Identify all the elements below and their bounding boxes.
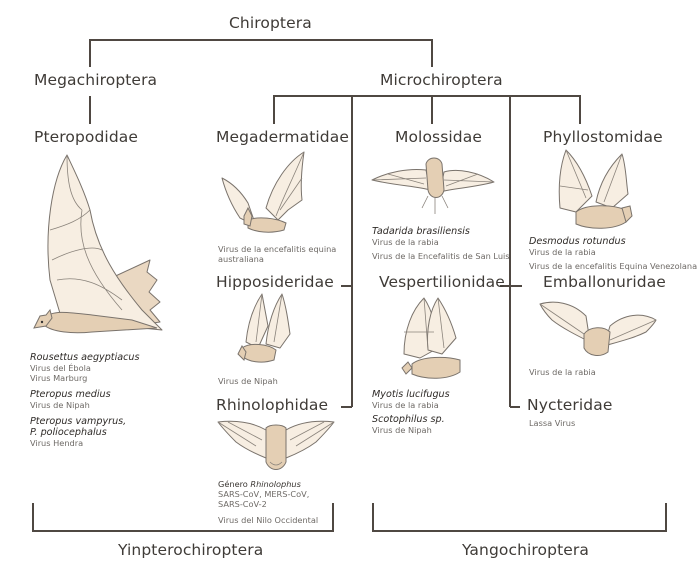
vampire-bat-icon [556,146,636,232]
virus-name: Virus de la rabia [529,367,596,377]
virus-name: Virus de la Encefalitis de San Luis [372,251,510,261]
phyllostomidae-notes: Desmodus rotundus Virus de la rabia Viru… [529,236,697,271]
virus-name: Virus de Nipah [218,376,278,386]
family-megadermatidae: Megadermatidae [216,128,349,146]
roundleaf-bat-icon [234,292,296,366]
virus-name: Virus de la encefalitis Equina Venezolan… [529,261,698,271]
species-name: Rousettus aegyptiacus [30,352,140,363]
sheath-tailed-bat-icon [538,296,658,362]
genus-line: Género Rhinolophus [218,479,318,489]
chiroptera-branch [89,39,433,67]
pteropodidae-notes: Rousettus aegyptiacus Virus del Ébola Vi… [30,352,139,448]
free-tailed-bat-icon [368,152,498,217]
virus-name: Virus del Nilo Occidental [218,515,319,525]
family-hipposideridae: Hipposideridae [216,273,334,291]
family-phyllostomidae: Phyllostomidae [543,128,663,146]
rhinolophidae-notes: Género Rhinolophus SARS-CoV, MERS-CoV, S… [218,479,318,525]
clade-yinpterochiroptera: Yinpterochiroptera [118,541,264,559]
family-rhinolophidae: Rhinolophidae [216,396,329,414]
vespertilionidae-notes: Myotis lucifugus Virus de la rabia Scoto… [372,389,450,435]
species-name: Pteropus vampyrus, [30,416,127,427]
virus-name: Virus del Ébola [30,363,91,373]
virus-name: SARS-CoV-2 [218,499,267,509]
yang-bracket [372,503,667,532]
family-nycteridae: Nycteridae [527,396,613,414]
flying-fox-bat-icon [22,150,172,340]
species-name: Pteropus medius [30,389,111,400]
emballonuridae-notes: Virus de la rabia [529,367,596,377]
family-emballonuridae: Emballonuridae [543,273,666,291]
virus-name: Virus de la encefalitis equina [218,244,337,254]
species-name: Myotis lucifugus [372,389,450,400]
virus-name: Virus de la rabia [529,247,596,257]
virus-name: Virus Marburg [30,373,88,383]
order-title: Chiroptera [229,14,312,32]
virus-name: Virus de Nipah [30,400,90,410]
micro-branch [273,95,581,124]
megadermatidae-notes: Virus de la encefalitis equina australia… [218,244,336,264]
molossidae-notes: Tadarida brasiliensis Virus de la rabia … [372,226,510,261]
virus-name: australiana [218,254,264,264]
genus-prefix: Género [218,479,251,489]
species-name: P. poliocephalus [30,427,107,438]
virus-name: Lassa Virus [529,418,576,428]
family-pteropodidae: Pteropodidae [34,128,139,146]
species-name: Tadarida brasiliensis [372,226,470,237]
family-vespertilionidae: Vespertilionidae [379,273,505,291]
genus-name: Rhinolophus [250,479,301,489]
virus-name: SARS-CoV, MERS-CoV, [218,489,310,499]
virus-name: Virus de Nipah [372,425,432,435]
family-molossidae: Molossidae [395,128,482,146]
vesper-bat-icon [398,296,468,384]
yin-bracket [32,503,334,532]
clade-yangochiroptera: Yangochiroptera [462,541,589,559]
false-vampire-bat-icon [218,148,310,238]
virus-name: Virus Hendra [30,438,84,448]
species-name: Desmodus rotundus [529,236,626,247]
virus-name: Virus de la rabia [372,400,439,410]
horseshoe-bat-icon [216,418,336,476]
suborder-megachiroptera: Megachiroptera [34,71,158,89]
species-name: Scotophilus sp. [372,414,445,425]
suborder-microchiroptera: Microchiroptera [380,71,503,89]
nycteridae-notes: Lassa Virus [529,418,575,428]
hipposideridae-notes: Virus de Nipah [218,376,278,386]
virus-name: Virus de la rabia [372,237,439,247]
